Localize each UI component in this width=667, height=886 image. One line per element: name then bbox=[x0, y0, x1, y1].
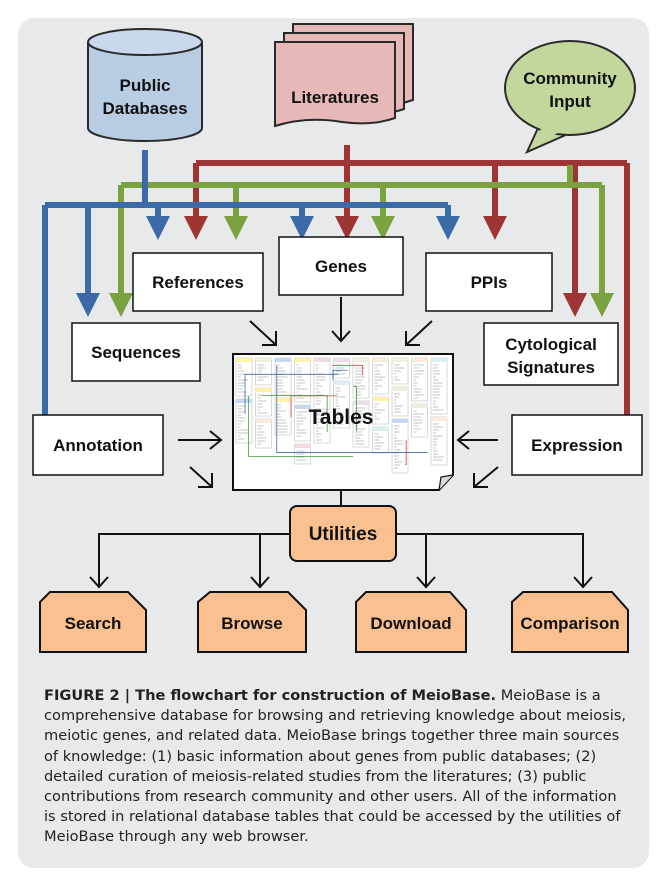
caption-title: FIGURE 2 | The flowchart for constructio… bbox=[44, 687, 497, 704]
references-box bbox=[132, 252, 264, 312]
caption-body: MeioBase is a comprehensive database for… bbox=[44, 687, 627, 846]
public-databases-label-line2: Databases bbox=[102, 99, 187, 118]
tables-label: Tables bbox=[309, 406, 374, 429]
search-box bbox=[39, 591, 147, 653]
figure-caption: FIGURE 2 | The flowchart for constructio… bbox=[44, 686, 630, 848]
public-databases-cylinder: Public Databases bbox=[87, 28, 203, 142]
comparison-label: Comparison bbox=[520, 614, 619, 633]
sequences-label: Sequences bbox=[91, 343, 181, 362]
references-label: References bbox=[152, 273, 244, 292]
literatures-documents: Literatures bbox=[274, 23, 414, 128]
genes-label: Genes bbox=[315, 257, 367, 276]
download-box bbox=[355, 591, 467, 653]
tables-schema-sheet: Tables bbox=[232, 353, 454, 491]
download-label: Download bbox=[370, 614, 451, 633]
comparison-box bbox=[511, 591, 629, 653]
literatures-label: Literatures bbox=[291, 88, 379, 107]
browse-label: Browse bbox=[221, 614, 282, 633]
cytological-signatures-box bbox=[483, 322, 619, 386]
cytological-signatures-label-line2: Signatures bbox=[507, 358, 595, 377]
utilities-branch-arrows bbox=[89, 533, 593, 589]
public-databases-label-line1: Public bbox=[119, 76, 170, 95]
genes-box bbox=[278, 236, 404, 296]
utilities-label: Utilities bbox=[309, 524, 378, 545]
flowchart-diagram: Public Databases Literatures Community I… bbox=[32, 23, 643, 653]
annotation-label: Annotation bbox=[53, 436, 143, 455]
search-label: Search bbox=[65, 614, 122, 633]
ppis-label: PPIs bbox=[471, 273, 508, 292]
community-input-label-line2: Input bbox=[549, 92, 591, 111]
annotation-box bbox=[32, 414, 164, 476]
expression-box bbox=[511, 414, 643, 476]
ppis-box bbox=[425, 252, 553, 312]
sequences-box bbox=[71, 322, 201, 382]
expression-label: Expression bbox=[531, 436, 623, 455]
cytological-signatures-label-line1: Cytological bbox=[505, 335, 597, 354]
black-input-arrows bbox=[178, 297, 499, 488]
community-input-bubble: Community Input bbox=[504, 40, 636, 154]
community-input-label-line1: Community bbox=[523, 69, 617, 88]
browse-box bbox=[197, 591, 307, 653]
